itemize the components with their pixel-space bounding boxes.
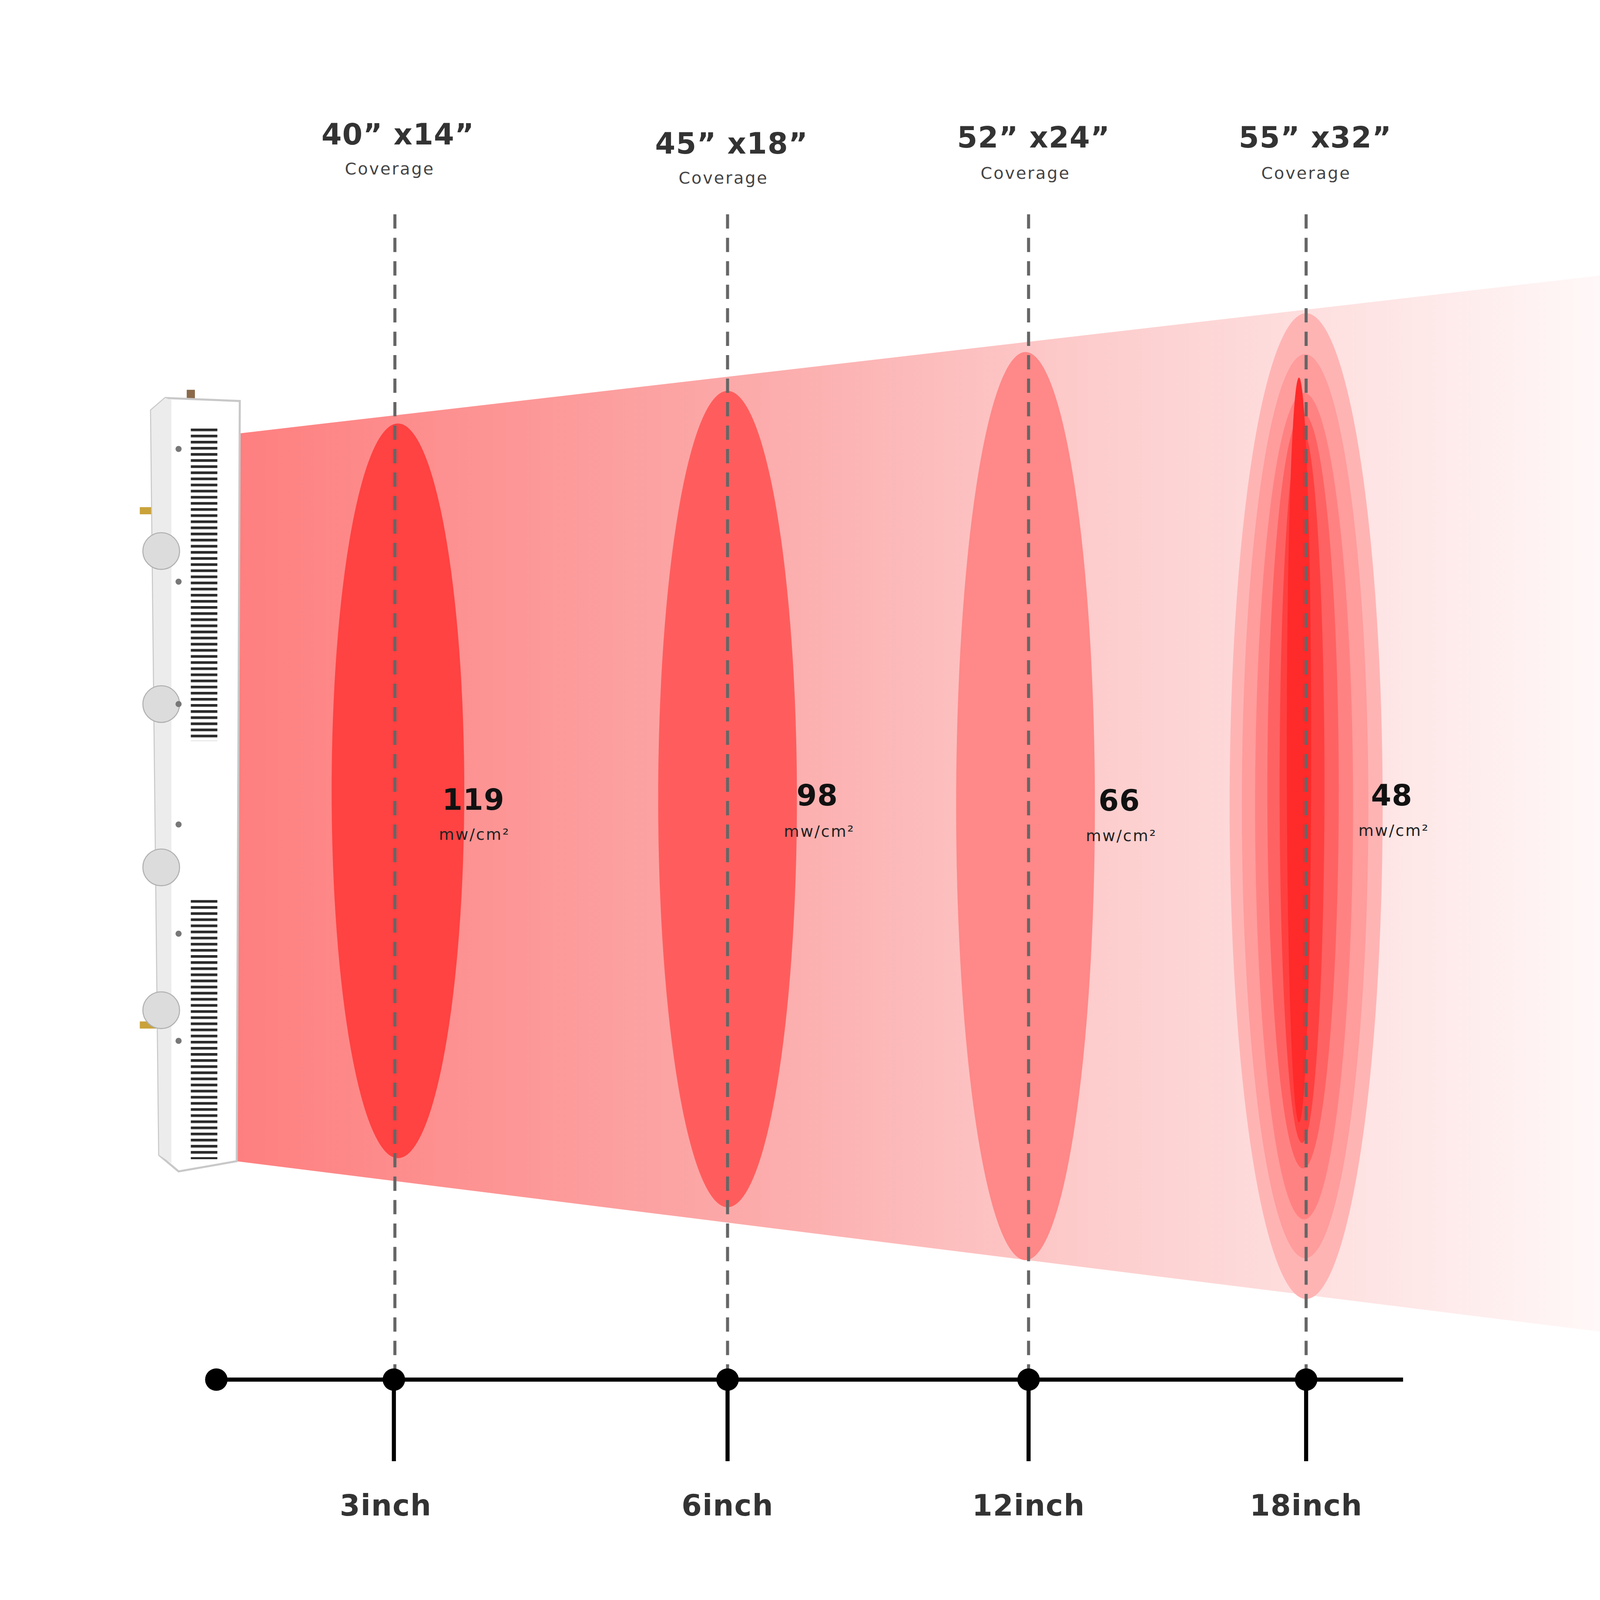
irradiance-unit: mw/cm²	[1086, 826, 1158, 845]
vent-slots	[191, 426, 218, 741]
coverage-size: 55” x32”	[1238, 120, 1393, 155]
intensity-ellipse	[1286, 377, 1312, 1123]
axis-dot	[382, 1368, 406, 1392]
axis-tick	[725, 1379, 730, 1462]
led-panel	[139, 389, 240, 1172]
distance-label: 3inch	[339, 1489, 432, 1523]
distance-label: 12inch	[972, 1489, 1085, 1523]
distance-label: 6inch	[681, 1489, 774, 1523]
screw	[175, 930, 182, 937]
axis-dot	[716, 1368, 739, 1392]
dashed-line	[393, 214, 397, 1373]
irradiance-unit: mw/cm²	[439, 825, 510, 844]
dashed-line	[1304, 214, 1308, 1373]
dashed-line	[1026, 214, 1030, 1373]
coverage-size: 45” x18”	[654, 127, 809, 161]
axis-dot	[204, 1368, 228, 1392]
coverage-caption: Coverage	[980, 164, 1071, 184]
screw	[175, 578, 182, 585]
screw	[175, 821, 182, 828]
coverage-size: 52” x24”	[957, 120, 1111, 155]
light-beam	[236, 275, 1600, 1332]
guide-lines	[395, 214, 1307, 1373]
irradiance-value: 48	[1371, 779, 1413, 813]
irradiance-value: 98	[796, 779, 839, 813]
fan	[142, 848, 180, 886]
screw	[175, 446, 182, 453]
irradiance-unit: mw/cm²	[783, 822, 855, 841]
axis-dot	[1294, 1368, 1318, 1392]
screw	[175, 701, 182, 708]
coverage-caption: Coverage	[345, 159, 435, 179]
coverage-caption: Coverage	[1261, 164, 1351, 184]
axis-tick	[391, 1379, 396, 1462]
axis-tick	[1304, 1379, 1309, 1462]
intensity-ellipse	[955, 352, 1095, 1261]
coverage-caption: Coverage	[678, 169, 769, 189]
axis-dot	[1017, 1368, 1040, 1392]
axis-tick	[1026, 1379, 1031, 1462]
irradiance-value: 119	[442, 783, 505, 817]
panel-side	[150, 398, 172, 1164]
irradiance-value: 66	[1098, 784, 1141, 818]
distance-label: 18inch	[1249, 1489, 1363, 1523]
irradiance-unit: mw/cm²	[1358, 821, 1430, 840]
panel-housing	[150, 398, 240, 1172]
coverage-size: 40” x14”	[321, 117, 475, 152]
fan	[142, 991, 180, 1029]
vent-slots	[191, 899, 218, 1160]
distance-axis	[204, 1368, 1403, 1462]
dashed-line	[725, 214, 729, 1373]
fan	[142, 685, 180, 723]
fan	[142, 532, 180, 570]
screw	[175, 1037, 182, 1044]
